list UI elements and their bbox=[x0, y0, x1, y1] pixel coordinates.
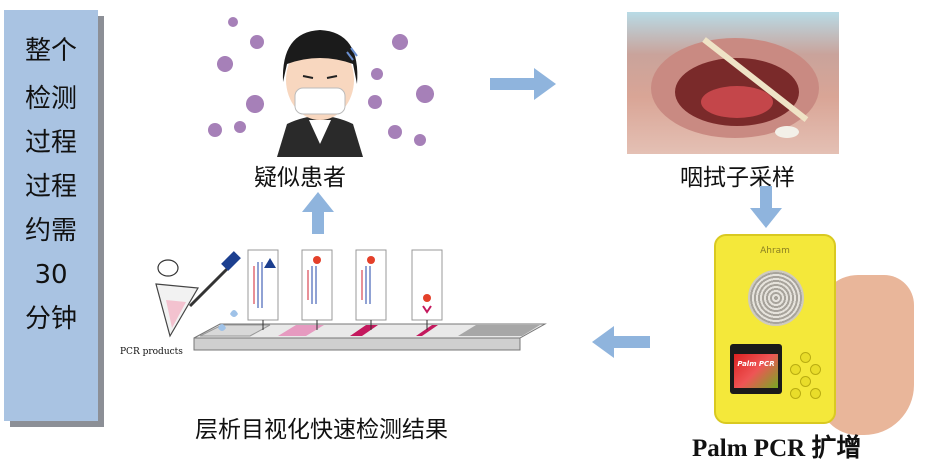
device-screen: Palm PCR bbox=[730, 344, 782, 394]
pcr-label: Palm PCR 扩增 bbox=[692, 435, 862, 462]
duration-panel: 整个 检测 过程 过程 约需 30 分钟 bbox=[4, 10, 98, 421]
patient-label: 疑似患者 bbox=[254, 165, 346, 191]
arrow-up-icon bbox=[302, 192, 334, 234]
lateral-flow-strip: PCR products bbox=[120, 249, 547, 357]
swab-label: 咽拭子采样 bbox=[680, 165, 795, 191]
duration-line: 过程 bbox=[24, 128, 77, 158]
device-screen-text: Palm PCR bbox=[737, 360, 775, 368]
duration-line: 过程 bbox=[24, 172, 77, 202]
face-mask bbox=[294, 87, 346, 115]
arrow-down-icon bbox=[750, 186, 782, 228]
duration-line: 30 bbox=[34, 260, 68, 290]
control-band bbox=[416, 325, 438, 336]
duration-line: 分钟 bbox=[24, 304, 77, 334]
pcr-tube-icon bbox=[155, 259, 199, 338]
duration-line: 检测 bbox=[24, 84, 77, 114]
conjugate-pad bbox=[278, 325, 324, 336]
strip-label: 层析目视化快速检测结果 bbox=[195, 417, 448, 443]
speaker-grille bbox=[748, 270, 804, 326]
patient-illustration bbox=[208, 17, 434, 157]
absorbent-pad bbox=[458, 325, 540, 336]
virus-spikes bbox=[217, 34, 434, 113]
device-brand: Ahram bbox=[760, 246, 790, 256]
arrow-right-icon bbox=[490, 68, 556, 100]
duration-line: 整个 bbox=[24, 36, 77, 66]
pcr-products-label: PCR products bbox=[120, 347, 183, 357]
palm-pcr-device: Ahram Palm PCR bbox=[714, 234, 836, 424]
patient-hair bbox=[282, 30, 358, 84]
arrow-left-icon bbox=[592, 326, 650, 358]
pipette-icon bbox=[188, 251, 241, 308]
throat-swab-photo bbox=[627, 12, 839, 154]
duration-line: 约需 bbox=[24, 216, 77, 246]
